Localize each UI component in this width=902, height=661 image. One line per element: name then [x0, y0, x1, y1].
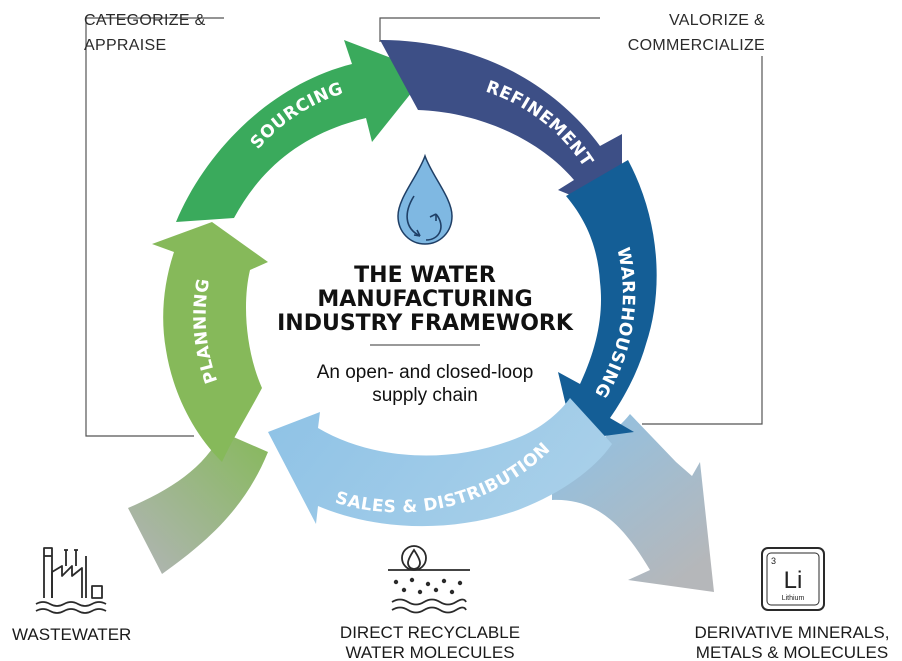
element-name: Lithium: [782, 595, 805, 602]
direct-recyclable-line1: DIRECT RECYCLABLE: [340, 623, 520, 642]
wastewater-inflow-arrow: [128, 432, 268, 574]
wastewater-label: WASTEWATER: [12, 625, 131, 644]
water-drop-cycle-icon: [397, 153, 453, 245]
derivative-line1: DERIVATIVE MINERALS,: [695, 623, 890, 642]
center-title-line3: INDUSTRY FRAMEWORK: [277, 311, 574, 336]
callout-left-line2: APPRAISE: [84, 37, 166, 54]
direct-recyclable-line2: WATER MOLECULES: [345, 643, 514, 661]
right-callout-line-side: [642, 56, 763, 425]
sourcing-arrow: [176, 40, 428, 222]
lithium-element-icon: 3 Li Lithium: [761, 547, 825, 611]
callout-right-line1: VALORIZE &: [669, 12, 765, 29]
callout-right-line2: COMMERCIALIZE: [628, 37, 765, 54]
center-title-line1: THE WATER: [354, 263, 496, 288]
factory-icon: [35, 547, 107, 614]
warehousing-arrow: [558, 160, 657, 440]
planning-arrow: [152, 222, 268, 462]
callout-lines: [85, 17, 763, 437]
water-molecules-icon: [388, 545, 470, 614]
left-callout-line: [85, 17, 224, 437]
center-subtitle-line1: An open- and closed-loop: [317, 362, 534, 383]
callout-left-line1: CATEGORIZE &: [84, 12, 206, 29]
center-subtitle-line2: supply chain: [372, 385, 478, 406]
center-title-line2: MANUFACTURING: [317, 287, 532, 312]
right-callout-line-top: [379, 17, 600, 42]
sales-distribution-arrow: [268, 398, 612, 527]
element-number: 3: [771, 556, 776, 566]
element-symbol: Li: [784, 567, 803, 594]
refinement-arrow: [380, 40, 622, 216]
derivative-line2: METALS & MOLECULES: [696, 643, 888, 661]
